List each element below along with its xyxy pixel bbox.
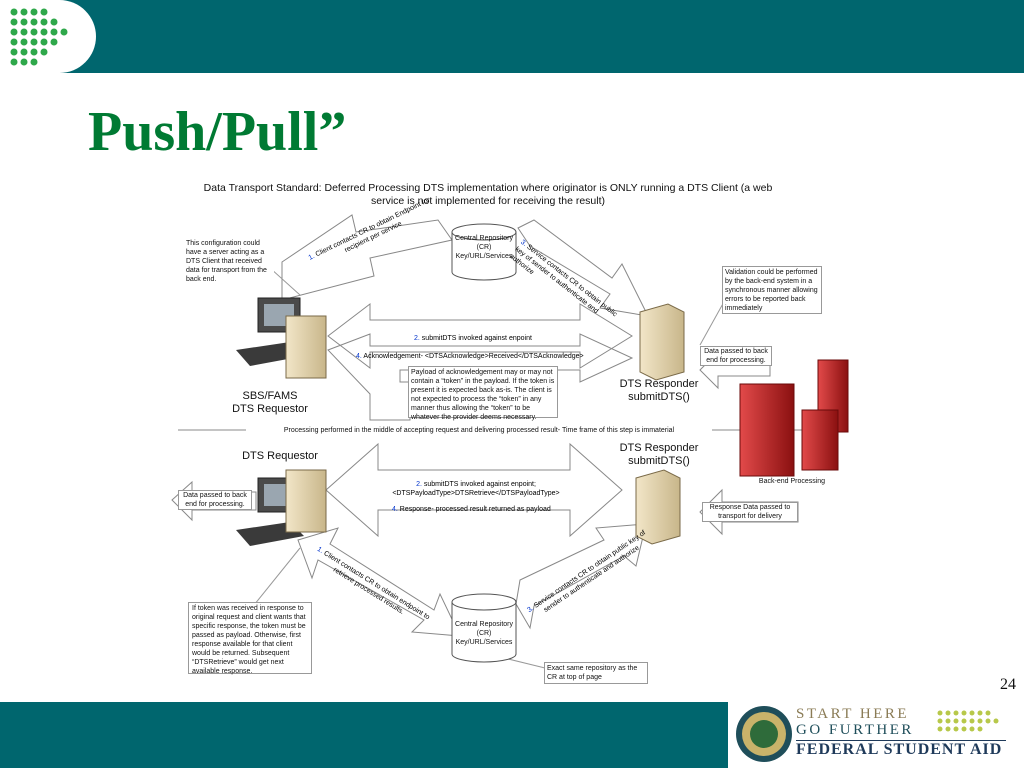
step4-bottom-number: 4.	[392, 506, 398, 513]
diagram-headline: Data Transport Standard: Deferred Proces…	[203, 182, 773, 207]
cr-top-label: Central Repository (CR) Key/URL/Services	[455, 235, 513, 260]
step1-top-number: 1.	[307, 252, 316, 262]
arrow-step2-4-bottom	[325, 442, 623, 538]
note-config: This configuration could have a server a…	[184, 238, 274, 284]
brand-line3: FEDERAL STUDENT AID	[796, 741, 1003, 758]
responder-bottom-label: DTS Responder submitDTS()	[616, 442, 702, 468]
note-same-repo: Exact same repository as the CR at top o…	[544, 662, 648, 684]
responder-bottom-line2: submitDTS()	[628, 455, 690, 467]
label-step4-bottom: 4. Response- processed result returned a…	[392, 505, 551, 514]
requestor-bottom-label: DTS Requestor	[242, 450, 318, 462]
requestor-computer-top	[236, 297, 327, 379]
brand-dots-icon	[937, 710, 999, 732]
responder-bottom-line1: DTS Responder	[619, 442, 699, 454]
responder-top-line1: DTS Responder	[619, 378, 699, 390]
responder-server-bottom	[635, 469, 681, 545]
responder-server-top	[639, 303, 685, 381]
label-step2-bottom: 2. submitDTS invoked against enpoint; <D…	[386, 480, 566, 498]
note-response-data: Response Data passed to transport for de…	[702, 502, 798, 522]
step2-top-number: 2.	[414, 335, 420, 342]
arrow-step3-bottom	[515, 523, 647, 630]
note-data-to-backend: Data passed to back end for processing.	[700, 346, 772, 366]
page-number: 24	[1000, 676, 1016, 693]
department-seal-icon	[736, 706, 792, 762]
dot-grid-icon	[10, 8, 68, 66]
note-data-to-backend-2: Data passed to back end for processing.	[178, 490, 252, 510]
step2-bottom-text-l1: submitDTS invoked against enpoint;	[423, 481, 536, 488]
label-step4-top: 4. Acknowledgement- <DTSAcknowledge>Rece…	[356, 352, 584, 361]
requestor-computer-bottom	[236, 469, 327, 546]
brand-line1: START HERE	[796, 706, 910, 722]
step2-bottom-number: 2.	[416, 481, 422, 488]
fsa-dot-logo	[0, 0, 96, 73]
step2-bottom-text-l2: <DTSPayloadType>DTSRetrieve</DTSPayloadT…	[392, 490, 560, 497]
note-validation: Validation could be performed by the bac…	[722, 266, 822, 314]
slide-title: Push/Pull”	[88, 101, 347, 163]
requestor-top-line1: SBS/FAMS	[242, 390, 298, 402]
step4-bottom-text: Response- processed result returned as p…	[399, 506, 551, 513]
requestor-top-line2: DTS Requestor	[232, 403, 308, 415]
requestor-top-label: SBS/FAMS DTS Requestor	[220, 390, 320, 416]
brand-line2: GO FURTHER	[796, 722, 914, 738]
arrow-step2-4-top	[327, 302, 634, 421]
responder-top-line2: submitDTS()	[628, 391, 690, 403]
step2-top-text: submitDTS invoked against enpoint	[421, 335, 532, 342]
step4-top-number: 4.	[356, 353, 362, 360]
connector-validation	[699, 299, 726, 346]
note-payload: Payload of acknowledgement may or may no…	[408, 366, 558, 421]
backend-server-cluster	[739, 359, 849, 477]
note-middle-processing: Processing performed in the middle of ac…	[246, 426, 712, 435]
backend-label: Back-end Processing	[758, 478, 826, 485]
responder-top-label: DTS Responder submitDTS()	[616, 378, 702, 404]
header-band	[0, 0, 1024, 73]
step4-top-text: Acknowledgement- <DTSAcknowledge>Receive…	[363, 353, 584, 360]
note-token: If token was received in response to ori…	[188, 602, 312, 675]
label-step2-top: 2. submitDTS invoked against enpoint	[414, 334, 532, 343]
cr-top-cylinder	[451, 223, 517, 281]
footer-divider	[0, 696, 1024, 702]
brand-rule	[796, 740, 1006, 741]
cr-bottom-label: Central Repository (CR) Key/URL/Services	[455, 621, 513, 646]
connector-token	[249, 547, 301, 611]
cr-bottom-cylinder	[451, 593, 517, 663]
